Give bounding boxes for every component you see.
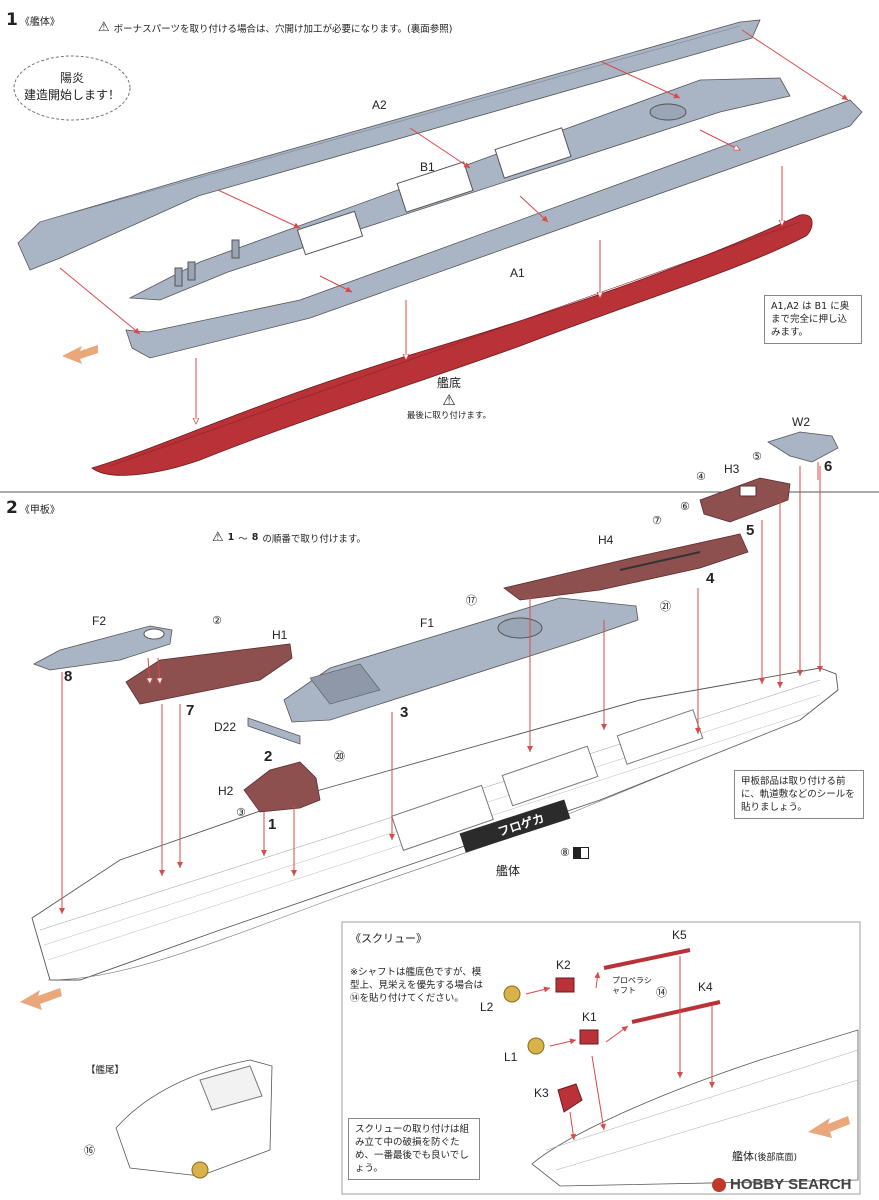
label-h4: H4 bbox=[598, 533, 614, 547]
part-d22-shape bbox=[247, 717, 301, 745]
part-f2-shape bbox=[33, 625, 173, 671]
step-7: 7 bbox=[186, 702, 195, 719]
speech-bubble: 陽炎 建造開始します！ bbox=[20, 70, 124, 104]
callout-6: ⑥ bbox=[680, 500, 690, 513]
section1-title: 《艦体》 bbox=[19, 17, 60, 28]
section1-side-note: A1,A2 は B1 に奥まで完全に押し込みます。 bbox=[764, 295, 862, 344]
label-d22: D22 bbox=[214, 720, 237, 734]
part-k3-shape bbox=[557, 1083, 583, 1113]
section1-warning-text: ボーナスパーツを取り付ける場合は、穴開け加工が必要になります。(裏面参照) bbox=[113, 23, 453, 35]
order-num-1: 1 bbox=[227, 532, 235, 543]
flag-sticker-icon bbox=[572, 846, 589, 859]
stern-direction-arrow bbox=[808, 1116, 850, 1138]
stern-hull-caption: 艦体(後部底面) bbox=[732, 1148, 797, 1164]
callout-3: ③ bbox=[236, 806, 246, 819]
bubble-line-2: 建造開始します！ bbox=[23, 88, 120, 102]
label-h2: H2 bbox=[218, 784, 234, 798]
label-k4: K4 bbox=[698, 980, 713, 994]
callout-20: ⑳ bbox=[334, 750, 345, 763]
callout-7: ⑦ bbox=[652, 514, 662, 527]
part-h1-shape bbox=[125, 643, 293, 705]
stern-hull-caption-main: 艦体 bbox=[732, 1150, 754, 1163]
callout-14: ⑭ bbox=[656, 986, 667, 999]
bow-direction-arrow-1 bbox=[62, 345, 98, 364]
label-k3: K3 bbox=[534, 1086, 549, 1100]
stern-hull-shape bbox=[531, 1029, 859, 1187]
step-5: 5 bbox=[746, 522, 755, 539]
callout-17: ⑰ bbox=[466, 594, 477, 607]
label-b1: B1 bbox=[420, 160, 435, 174]
order-note-text: の順番で取り付けます。 bbox=[262, 533, 366, 545]
callout-5: ⑤ bbox=[752, 450, 762, 463]
label-w2: W2 bbox=[792, 415, 810, 429]
hull-bottom-warning-icon: ⚠ bbox=[442, 391, 456, 409]
order-num-2: 8 bbox=[251, 532, 259, 543]
screw-shaft-note: ※シャフトは艦底色ですが、模型上、見栄えを優先する場合は⑭を貼り付けてください。 bbox=[350, 967, 484, 1004]
callout-21: ㉑ bbox=[660, 600, 671, 613]
hull-bottom-block: 艦底 ⚠ 最後に取り付けます。 bbox=[405, 374, 493, 421]
warning-icon: ⚠ bbox=[98, 20, 110, 35]
step-8: 8 bbox=[64, 668, 73, 685]
label-hull-bottom: 艦底 bbox=[436, 376, 461, 390]
warning-icon-2: ⚠ bbox=[212, 530, 224, 545]
callout-8: ⑧ bbox=[560, 846, 570, 859]
section2-order-note: ⚠ 1～8 の順番で取り付けます。 bbox=[206, 528, 372, 547]
step-3: 3 bbox=[400, 704, 409, 721]
stern-label: 【艦尾】 bbox=[86, 1065, 125, 1076]
step-4: 4 bbox=[706, 570, 715, 587]
part-h2-shape bbox=[243, 761, 321, 813]
part-a1-shape bbox=[125, 99, 863, 359]
label-l2: L2 bbox=[480, 1000, 494, 1014]
label-hull: 艦体 bbox=[496, 864, 521, 878]
step-6: 6 bbox=[824, 458, 833, 475]
screw-title: 《スクリュー》 bbox=[350, 932, 427, 945]
callout-16: ⑯ bbox=[84, 1144, 95, 1157]
section1-warning: ⚠ ボーナスパーツを取り付ける場合は、穴開け加工が必要になります。(裏面参照) bbox=[92, 18, 459, 37]
part-h4-shape bbox=[503, 533, 749, 601]
deck-sticker-note: 甲板部品は取り付ける前に、軌道敷などのシールを貼りましょう。 bbox=[734, 770, 864, 819]
callout-4: ④ bbox=[696, 470, 706, 483]
bow-direction-arrow-2 bbox=[20, 988, 62, 1010]
callout-8-block: ⑧ bbox=[560, 846, 589, 859]
label-k2: K2 bbox=[556, 958, 571, 972]
hull-bottom-note: 最後に取り付けます。 bbox=[406, 411, 492, 421]
label-k5: K5 bbox=[672, 928, 687, 942]
stern-hull-caption-sub: (後部底面) bbox=[754, 1153, 798, 1163]
order-sep: ～ bbox=[238, 533, 248, 545]
screw-inset-frame bbox=[341, 921, 861, 1195]
label-f1: F1 bbox=[420, 616, 435, 630]
label-h1: H1 bbox=[272, 628, 288, 642]
propeller-shaft-label: プロペラシャフト bbox=[612, 976, 652, 995]
part-f1-shape bbox=[283, 597, 639, 723]
screw-tip-note: スクリューの取り付けは組み立て中の破損を防ぐため、一番最後でも良いでしょう。 bbox=[348, 1118, 480, 1180]
part-w2-shape bbox=[767, 431, 839, 463]
label-k1: K1 bbox=[582, 1010, 597, 1024]
part-h3-shape bbox=[699, 477, 791, 523]
hobby-search-logo-icon bbox=[712, 1177, 726, 1192]
label-l1: L1 bbox=[504, 1050, 518, 1064]
step-2: 2 bbox=[264, 748, 273, 765]
callout-2: ② bbox=[212, 614, 222, 627]
step-1: 1 bbox=[268, 816, 277, 833]
section2-heading: 2《甲板》 bbox=[6, 498, 60, 518]
section2-title: 《甲板》 bbox=[19, 505, 60, 516]
bubble-line-1: 陽炎 bbox=[59, 71, 84, 85]
label-f2: F2 bbox=[92, 614, 107, 628]
label-h3: H3 bbox=[724, 462, 740, 476]
section1-number: 1 bbox=[6, 10, 18, 30]
part-a2-shape bbox=[17, 19, 761, 271]
section2-number: 2 bbox=[6, 498, 18, 518]
label-a2: A2 bbox=[372, 98, 387, 112]
section1-heading: 1《艦体》 bbox=[6, 10, 60, 30]
hobby-search-watermark: HOBBY SEARCH bbox=[712, 1176, 851, 1193]
watermark-text: HOBBY SEARCH bbox=[730, 1176, 852, 1193]
label-a1: A1 bbox=[510, 266, 525, 280]
